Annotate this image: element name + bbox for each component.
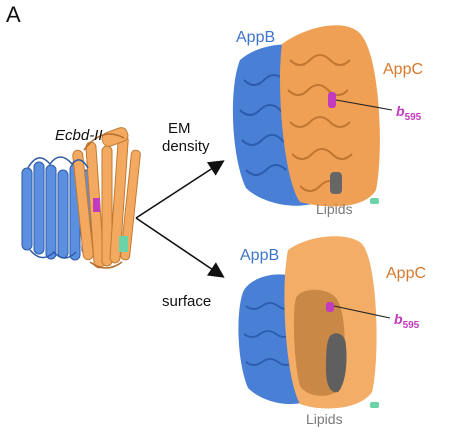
- em-lipids-label: Lipids: [316, 201, 353, 217]
- surface-arrow-label: surface: [162, 293, 212, 310]
- em-appc-label: AppC: [383, 61, 424, 78]
- em-heme-label: b595: [396, 103, 422, 123]
- em-arrow-label-line1: EM: [168, 120, 191, 137]
- surface-appb-label: AppB: [240, 247, 280, 264]
- surface-appc-label: AppC: [386, 265, 427, 282]
- arrow-to-em-density: [135, 160, 225, 219]
- panel-label: A: [6, 2, 21, 27]
- surface-map: [238, 236, 391, 409]
- overview-title: Ecbd-II: [55, 127, 103, 144]
- ecbd-cartoon-model: [21, 127, 141, 269]
- arrow-to-surface: [135, 217, 225, 278]
- em-density-map: [232, 25, 393, 207]
- em-arrow-label-line2: density: [162, 138, 210, 155]
- surface-lipids-label: Lipids: [306, 411, 343, 427]
- surface-heme-label: b595: [394, 311, 420, 331]
- em-appb-label: AppB: [236, 29, 276, 46]
